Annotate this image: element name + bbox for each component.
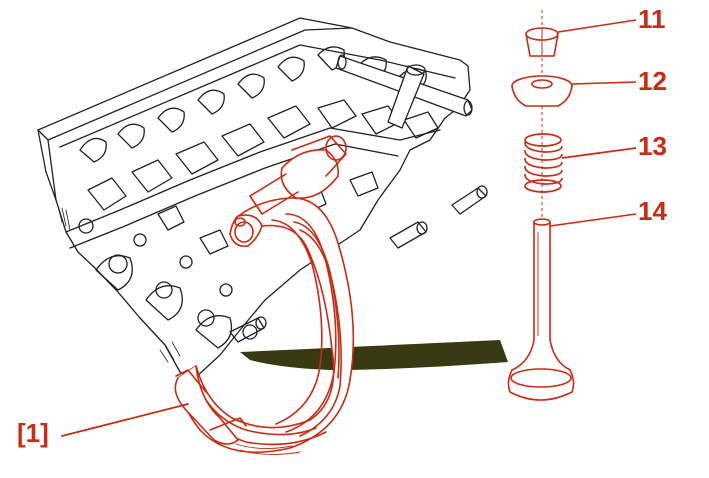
callout-label-12: 12 [638,66,667,96]
callout-label-11: 11 [638,4,666,34]
cylinder-head-icon [37,17,488,379]
tool-label: [1] [17,418,49,448]
t-handle-icon [335,54,473,129]
valve-spring-retainer-icon [511,75,637,107]
bolt-icon [229,185,488,343]
valve-cotter-icon [525,19,637,57]
valve-icon [507,213,637,401]
valve-spring-icon [524,133,637,193]
valve-spring-compressor-icon [61,135,355,455]
callout-label-14: 14 [638,196,667,226]
shadow-stripe [240,340,508,370]
callout-label-13: 13 [638,131,667,161]
